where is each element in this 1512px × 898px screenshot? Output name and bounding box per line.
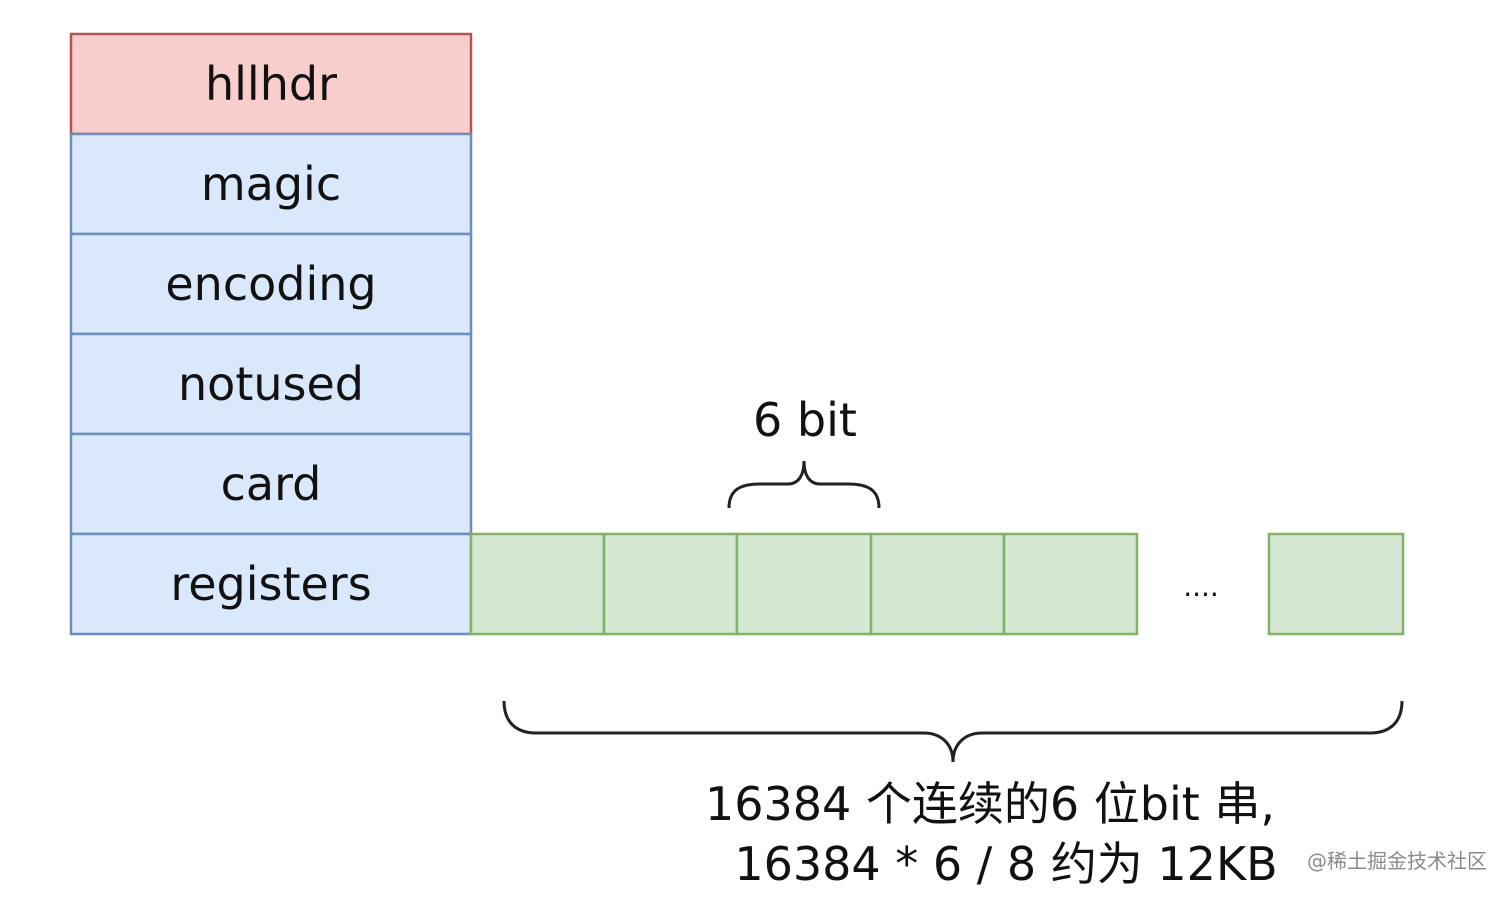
total-brace xyxy=(502,700,1404,763)
field-label-magic: magic xyxy=(201,157,341,211)
watermark-text: @稀土掘金技术社区 xyxy=(1307,849,1487,873)
cell-size-label: 6 bit xyxy=(753,393,857,447)
field-box-magic xyxy=(69,132,473,236)
field-box-registers xyxy=(69,532,473,636)
cell-size-brace xyxy=(727,460,881,509)
register-cell xyxy=(1002,532,1139,636)
register-ellipsis: .... xyxy=(1183,570,1219,603)
field-label-hllhdr: hllhdr xyxy=(205,57,337,111)
register-cells: .... xyxy=(469,532,1405,636)
field-label-registers: registers xyxy=(170,557,371,611)
register-cell xyxy=(735,532,873,636)
field-box-encoding xyxy=(69,232,473,336)
field-box-notused xyxy=(69,332,473,436)
register-cell-last xyxy=(1267,532,1405,636)
header-stack: hllhdr magic encoding notused card regis… xyxy=(69,32,473,636)
field-label-encoding: encoding xyxy=(165,257,376,311)
register-cell xyxy=(602,532,739,636)
register-cell xyxy=(469,532,606,636)
total-annotation: 16384 个连续的6 位bit 串, 16384 * 6 / 8 约为 12K… xyxy=(502,700,1404,891)
total-line-2: 16384 * 6 / 8 约为 12KB xyxy=(734,837,1277,891)
field-box-hllhdr xyxy=(69,32,473,136)
cell-size-annotation: 6 bit xyxy=(727,393,881,509)
field-label-notused: notused xyxy=(178,357,364,411)
total-line-1: 16384 个连续的6 位bit 串, xyxy=(705,777,1275,831)
register-cell xyxy=(869,532,1006,636)
field-label-card: card xyxy=(221,457,322,511)
